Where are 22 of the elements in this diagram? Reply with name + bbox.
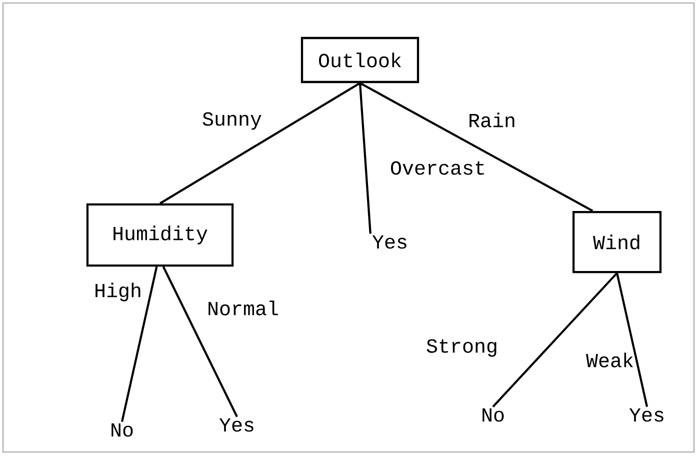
branch-line <box>162 266 238 418</box>
leaf-label: No <box>482 408 504 422</box>
leaf-label: Yes <box>219 418 254 432</box>
node-box: Outlook <box>300 36 420 84</box>
edge-label: High <box>96 282 140 302</box>
branch-line <box>159 82 361 204</box>
branch-line <box>358 83 372 234</box>
branch-line <box>360 82 594 212</box>
node-box: Humidity <box>86 203 234 267</box>
branch-line <box>120 266 158 422</box>
leaf-label: Yes <box>372 235 406 249</box>
edge-label: Overcast <box>391 161 484 175</box>
edge-label: Weak <box>586 352 633 368</box>
leaf-label: Yes <box>629 408 664 422</box>
edge-label: Sunny <box>202 112 262 130</box>
branch-line <box>492 272 618 408</box>
edge-label: Strong <box>426 339 496 357</box>
edge-label: Normal <box>208 300 278 316</box>
leaf-label: No <box>112 423 133 437</box>
node-box: Wind <box>572 210 662 274</box>
branch-line <box>616 272 648 407</box>
edge-label: Rain <box>470 112 514 128</box>
